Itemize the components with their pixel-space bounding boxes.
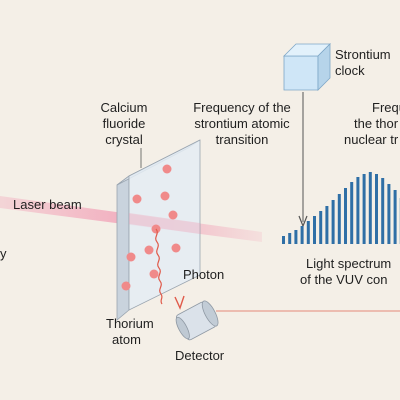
freq-strontium-line1: Frequency of the <box>193 100 291 115</box>
spectrum-bar <box>319 211 323 244</box>
freq-strontium-line2: strontium atomic <box>194 116 290 131</box>
spectrum-bar <box>282 236 285 244</box>
thorium-atom <box>144 245 154 255</box>
spectrum-label-line1: Light spectrum <box>306 256 391 271</box>
thorium-atom <box>168 210 178 220</box>
cube-side <box>317 43 331 91</box>
strontium-clock-cube <box>283 43 331 91</box>
clock-label-line1: Strontium <box>335 47 391 62</box>
freq-thorium-line3: nuclear tr <box>344 132 399 147</box>
spectrum-bar <box>356 177 360 244</box>
spectrum-bar <box>331 200 335 244</box>
spectrum-bar <box>337 194 341 244</box>
thorium-atom <box>171 243 181 253</box>
detector-label: Detector <box>175 348 225 363</box>
crystal-front-face <box>128 139 201 311</box>
vuv-spectrum <box>282 172 400 244</box>
spectrum-bar <box>313 216 316 244</box>
freq-thorium-line1: Frequ <box>372 100 400 115</box>
spectrum-bar <box>344 188 347 244</box>
calcium-fluoride-crystal <box>116 139 201 321</box>
laser-beam-inside <box>129 213 200 234</box>
spectrum-bar <box>387 184 391 244</box>
cube-front <box>283 55 319 91</box>
crystal-label-line2: fluoride <box>103 116 146 131</box>
spectrum-bar <box>368 172 372 244</box>
thorium-atoms <box>121 164 181 291</box>
photon-path <box>155 228 163 305</box>
spectrum-bar <box>325 206 329 244</box>
spectrum-bar <box>381 178 385 244</box>
detector-lens <box>201 300 219 327</box>
spectrum-bar <box>306 221 310 244</box>
thorium-atom <box>162 164 172 174</box>
spectrum-bar <box>288 233 292 244</box>
spectrum-bar <box>350 182 354 244</box>
freq-thorium-line2: the thor <box>354 116 399 131</box>
crystal-side-face <box>116 175 130 321</box>
clock-label-line2: clock <box>335 63 365 78</box>
thorium-atom <box>160 191 170 201</box>
spectrum-bar <box>393 190 397 244</box>
thorium-atom <box>121 281 131 291</box>
spectrum-bar <box>375 174 378 244</box>
spectrum-bar <box>300 226 304 244</box>
spectrum-bar <box>362 174 366 244</box>
thorium-label-line2: atom <box>112 332 141 347</box>
detector <box>175 300 219 341</box>
thorium-label-line1: Thorium <box>106 316 154 331</box>
freq-strontium-line3: transition <box>216 132 269 147</box>
laser-beam-label: Laser beam <box>13 197 82 212</box>
crystal-label-line3: crystal <box>105 132 143 147</box>
crystal-label-line1: Calcium <box>101 100 148 115</box>
spectrum-label-line2: of the VUV con <box>300 272 387 287</box>
thorium-atom <box>132 194 142 204</box>
detector-aperture <box>175 316 190 340</box>
thorium-atom <box>126 252 136 262</box>
photon-label: Photon <box>183 267 224 282</box>
photon-arrowhead <box>174 295 185 310</box>
spectrum-bar <box>294 230 298 244</box>
thorium-atom <box>149 269 159 279</box>
edge-fragment-label: y <box>0 246 7 261</box>
